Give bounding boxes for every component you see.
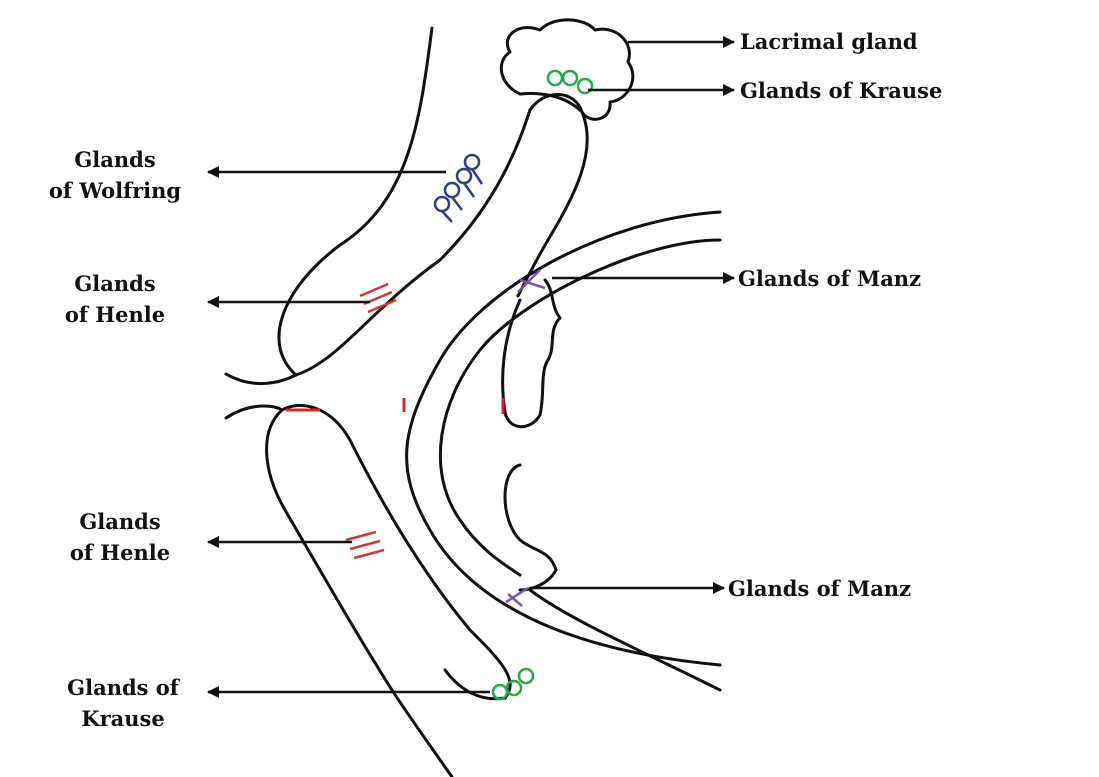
label-glands-of-henle-upper-line2: of Henle [64, 302, 166, 327]
label-glands-of-henle-upper: Glands of Henle [30, 268, 200, 330]
label-glands-of-henle-lower-line2: of Henle [69, 540, 171, 565]
label-glands-of-wolfring: Glands of Wolfring [30, 144, 200, 206]
label-glands-of-manz-upper: Glands of Manz [738, 266, 922, 291]
manz-glands-lower-mark [505, 586, 529, 607]
lower-eyelid-conjunctiva-outline [280, 403, 512, 700]
globe-outer-arc [405, 210, 722, 667]
label-glands-of-krause-lower: Glands of Krause [38, 672, 208, 734]
label-glands-of-henle-upper-line1: Glands [74, 271, 156, 296]
label-glands-of-henle-lower-line1: Glands [79, 509, 161, 534]
lacrimal-gland-shape [499, 18, 635, 121]
label-glands-of-manz-lower: Glands of Manz [728, 576, 912, 601]
henle-glands-upper-lines [359, 282, 397, 314]
lower-eyelid-tip [443, 668, 507, 701]
label-glands-of-krause-upper: Glands of Krause [740, 78, 943, 103]
red-surface-marks [286, 398, 505, 414]
label-glands-of-krause-lower-line1: Glands of [67, 675, 179, 700]
lower-fornix-lining [503, 463, 558, 592]
manz-glands-upper-mark [517, 269, 546, 293]
wolfring-glands-cluster [433, 153, 484, 223]
krause-glands-lower-cluster [491, 667, 535, 701]
upper-eyelid-skin-outline [224, 26, 434, 386]
upper-fornix-lining [501, 278, 562, 429]
label-glands-of-wolfring-line1: Glands [74, 147, 156, 172]
krause-glands-upper-cluster [546, 69, 594, 95]
label-glands-of-krause-lower-line2: Krause [81, 706, 165, 731]
label-glands-of-henle-lower: Glands of Henle [35, 506, 205, 568]
label-glands-of-wolfring-line2: of Wolfring [48, 178, 182, 203]
lower-eyelid-skin-outline [224, 404, 454, 777]
globe-lower-inner-arc [528, 588, 722, 692]
globe-inner-arc [438, 238, 722, 577]
upper-eyelid-conjunctiva-outline [294, 93, 589, 377]
label-lacrimal-gland: Lacrimal gland [740, 29, 918, 54]
henle-glands-lower-lines [345, 530, 385, 560]
